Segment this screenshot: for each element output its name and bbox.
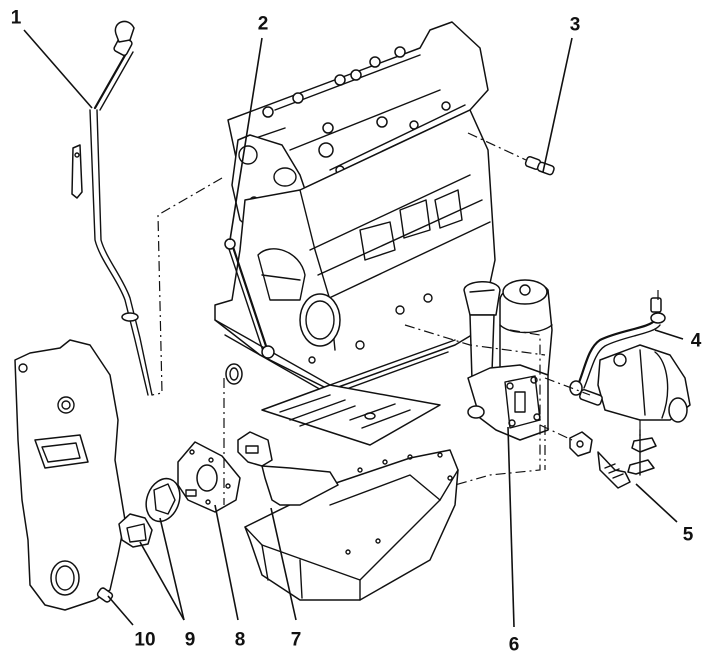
oil-pump-cover-plate (177, 441, 241, 513)
callout-3: 3 (569, 14, 581, 36)
leader-3 (542, 37, 573, 173)
oil-filter-housing (463, 279, 553, 441)
oil-pump-rotors (118, 477, 181, 548)
oil-pressure-rod (224, 238, 275, 359)
callout-1: 1 (10, 7, 22, 29)
oil-pickup (237, 431, 339, 506)
engine-block (214, 21, 496, 396)
leader-10 (107, 595, 134, 626)
assembly-guide-lines (151, 132, 659, 505)
leader-4 (654, 329, 684, 340)
callout-6: 6 (508, 634, 520, 656)
callout-10: 10 (134, 629, 156, 651)
callout-7: 7 (290, 629, 302, 651)
timing-cover (14, 339, 126, 611)
callout-leader-lines (23, 29, 684, 628)
callout-9: 9 (184, 629, 196, 651)
leader-9b (159, 517, 185, 621)
oil-return-pipe (569, 429, 657, 489)
leader-2 (229, 37, 263, 241)
leader-9a (139, 541, 185, 621)
leader-8 (214, 504, 239, 621)
callout-2: 2 (257, 13, 269, 35)
callout-8: 8 (234, 629, 246, 651)
oil-pressure-switch (524, 156, 555, 176)
leader-1 (23, 29, 93, 109)
leader-6 (507, 426, 515, 628)
oil-sump (244, 449, 459, 601)
leader-7 (270, 507, 297, 621)
leader-5 (635, 483, 678, 523)
callout-5: 5 (682, 524, 694, 546)
callout-4: 4 (690, 330, 702, 352)
oil-pump-assembly (569, 297, 691, 423)
dipstick (71, 20, 153, 396)
baffle-plate (261, 384, 441, 446)
